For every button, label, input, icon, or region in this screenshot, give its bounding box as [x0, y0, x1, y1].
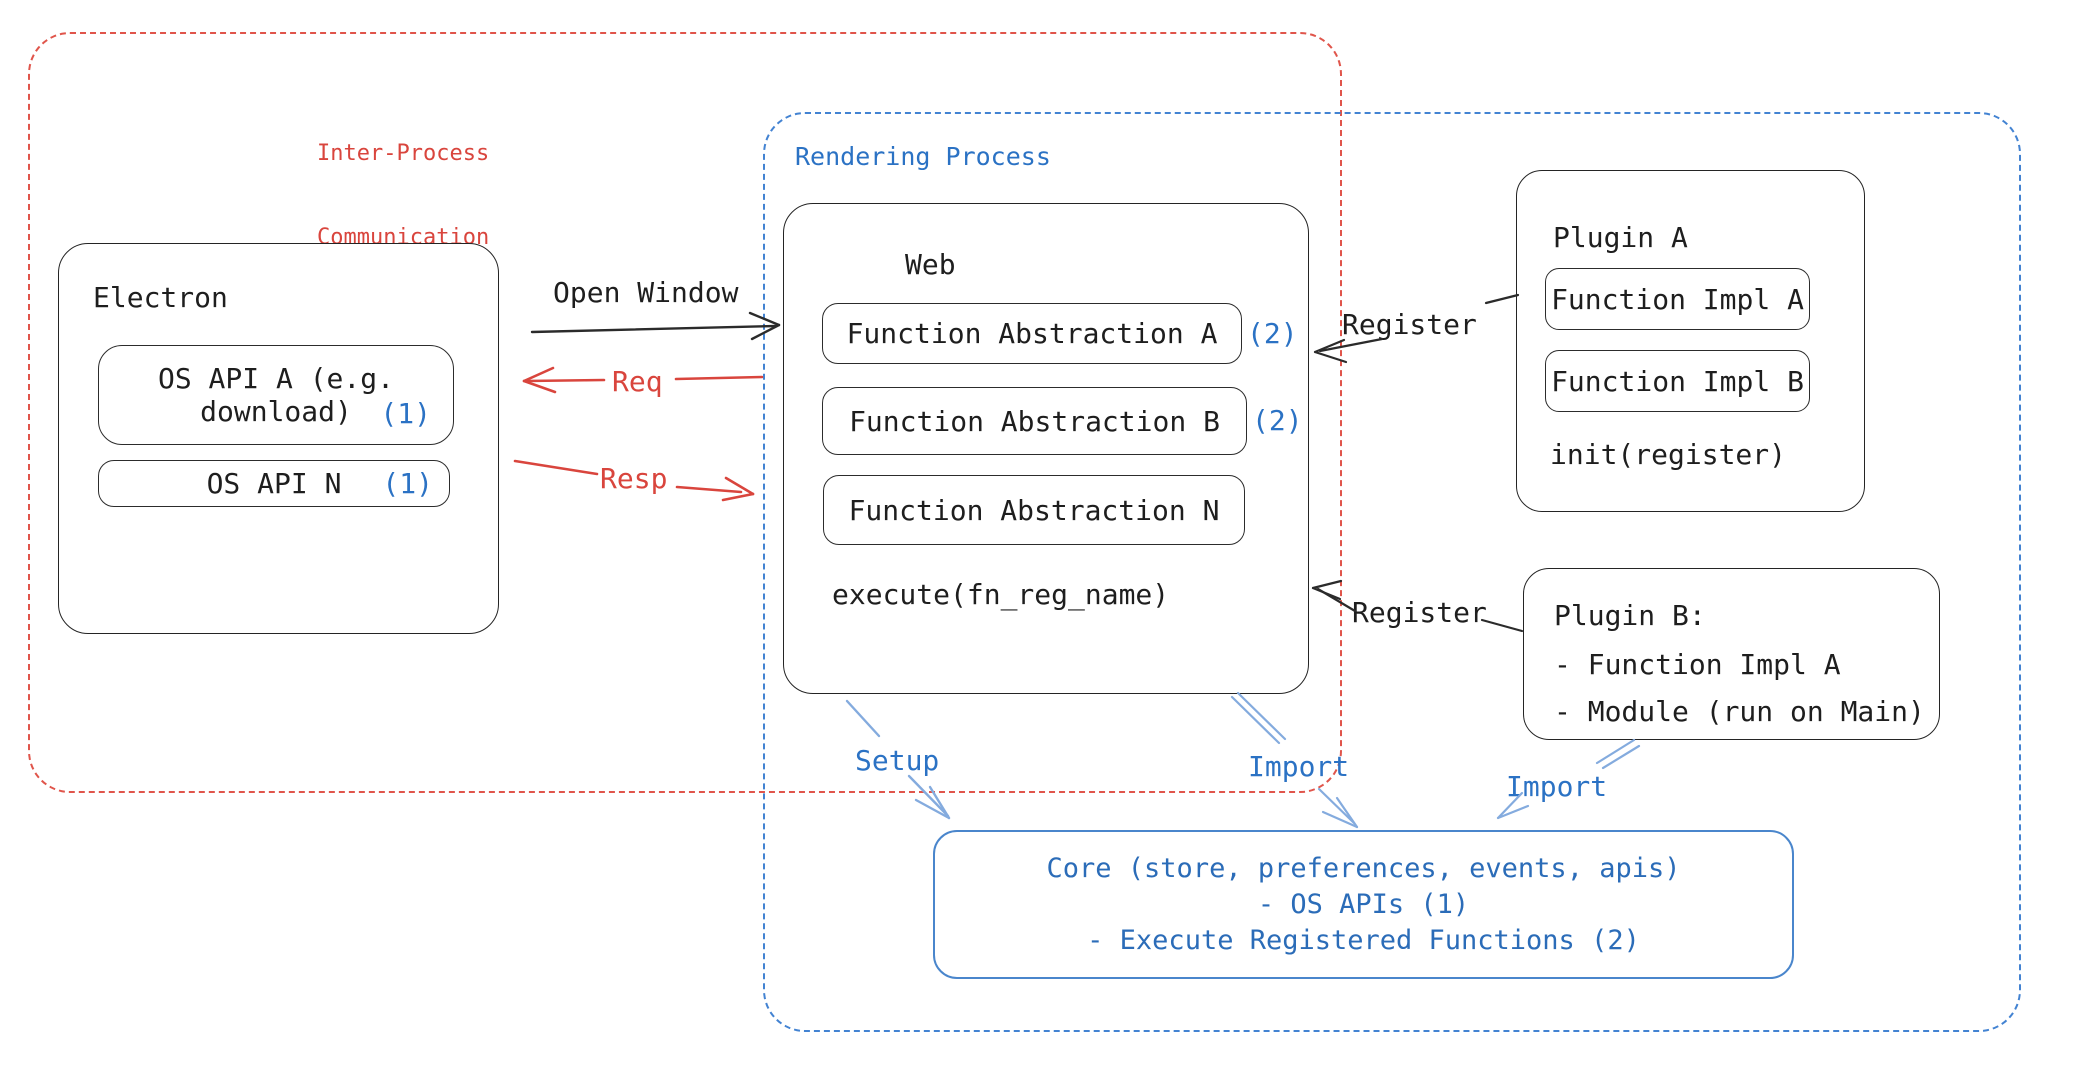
function-abstraction-n-box: Function Abstraction N	[823, 475, 1245, 545]
function-impl-a-label: Function Impl A	[1551, 282, 1804, 316]
execute-label: execute(fn_reg_name)	[832, 578, 1170, 611]
plugin-a-title: Plugin A	[1553, 221, 1688, 254]
os-api-a-line2: download)	[200, 395, 352, 428]
core-box: Core (store, preferences, events, apis) …	[933, 830, 1794, 979]
plugin-b-item-function-impl-a: - Function Impl A	[1554, 648, 1841, 681]
setup-label: Setup	[855, 744, 940, 777]
os-api-a-box: OS API A (e.g. download) (1)	[98, 345, 454, 445]
plugin-b-item-module: - Module (run on Main)	[1554, 695, 1925, 728]
function-abstraction-a-badge: (2)	[1247, 317, 1298, 350]
register-top-label: Register	[1342, 308, 1477, 341]
function-impl-b-box: Function Impl B	[1545, 350, 1810, 412]
req-label: Req	[612, 365, 663, 398]
plugin-a-box	[1516, 170, 1865, 512]
web-title: Web	[905, 248, 956, 281]
os-api-n-label: OS API N	[206, 467, 342, 500]
function-impl-a-box: Function Impl A	[1545, 268, 1810, 330]
plugin-b-title: Plugin B:	[1554, 599, 1706, 632]
os-api-a-line1: OS API A (e.g.	[157, 362, 394, 395]
os-api-n-box: OS API N (1)	[98, 460, 450, 507]
rendering-process-label: Rendering Process	[795, 142, 1051, 171]
function-abstraction-b-box: Function Abstraction B	[822, 387, 1247, 455]
os-api-a-badge: (1)	[380, 397, 431, 430]
core-line2: - OS APIs (1)	[1257, 888, 1470, 920]
core-line3: - Execute Registered Functions (2)	[1087, 924, 1640, 956]
function-abstraction-a-box: Function Abstraction A	[822, 303, 1242, 364]
function-abstraction-b-badge: (2)	[1252, 404, 1303, 437]
rendering-process-region-box	[763, 112, 2021, 1032]
plugin-b-box	[1523, 568, 1940, 740]
function-abstraction-b-label: Function Abstraction B	[849, 404, 1220, 438]
ipc-label-line1: Inter-Process	[317, 141, 490, 166]
electron-title: Electron	[93, 281, 228, 314]
ipc-region-box	[28, 32, 1342, 793]
function-impl-b-label: Function Impl B	[1551, 364, 1804, 398]
import-plugin-label: Import	[1506, 770, 1608, 803]
function-abstraction-n-label: Function Abstraction N	[848, 493, 1220, 527]
os-api-n-badge: (1)	[382, 467, 433, 500]
function-abstraction-a-label: Function Abstraction A	[846, 317, 1218, 350]
core-line1: Core (store, preferences, events, apis)	[1046, 852, 1681, 884]
init-register-label: init(register)	[1550, 438, 1787, 471]
import-web-label: Import	[1248, 750, 1350, 783]
open-window-label: Open Window	[553, 276, 739, 309]
resp-label: Resp	[600, 462, 668, 495]
register-bottom-label: Register	[1352, 596, 1487, 629]
